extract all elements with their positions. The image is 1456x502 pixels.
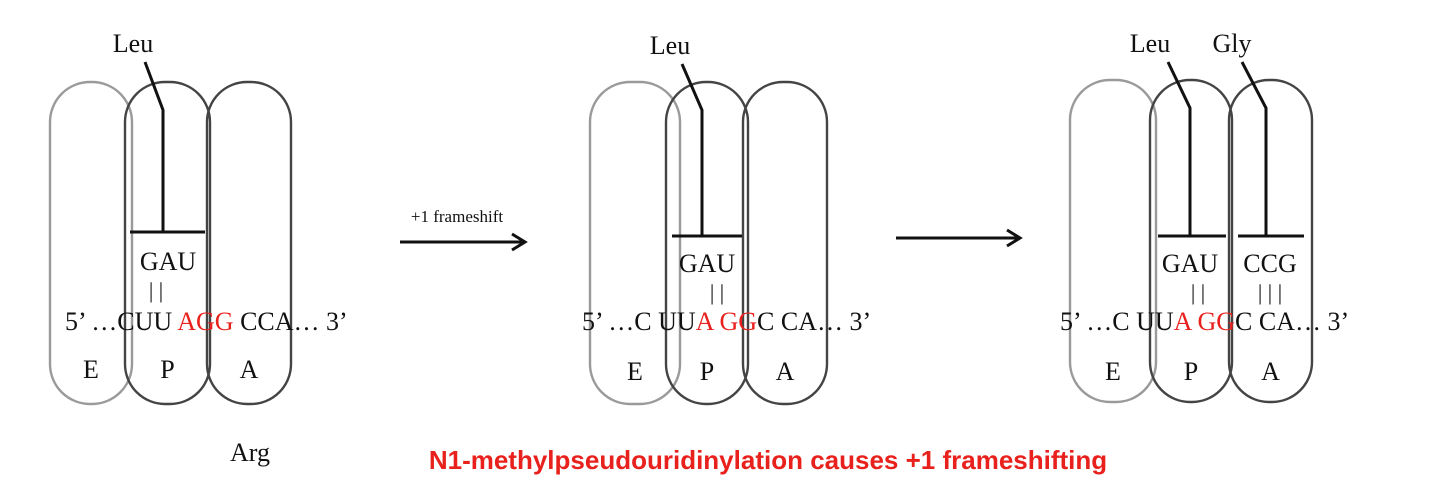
- site-label-A: A: [240, 355, 259, 384]
- anticodon: GAU: [140, 247, 197, 276]
- site-label-A: A: [776, 357, 795, 386]
- site-label-E: E: [627, 357, 643, 386]
- arrow-label: +1 frameshift: [411, 207, 503, 226]
- amino-acid-label: Leu: [113, 29, 153, 58]
- mrna-segment: C: [757, 307, 774, 336]
- mrna-highlight: AGG: [177, 307, 233, 336]
- mrna-segment: CUU: [117, 307, 172, 336]
- site-label-P: P: [700, 357, 714, 386]
- mrna-sequence: 5’ …C UUA GGC CA… 3’: [1060, 307, 1349, 336]
- mrna-sequence: 5’ …C UUA GGC CA… 3’: [582, 307, 871, 336]
- transition-arrow-2: [896, 228, 1023, 248]
- base-pairing: | |: [149, 278, 163, 303]
- ribosome-site-P: [123, 80, 212, 406]
- ribosome-site-E: [588, 80, 682, 406]
- figure-caption: N1-methylpseudouridinylation causes +1 f…: [428, 445, 1108, 475]
- trna-stem: [680, 63, 704, 236]
- base-pairing: | |: [1191, 280, 1205, 305]
- trna-stem: [1166, 61, 1192, 236]
- amino-acid-label: Leu: [650, 31, 690, 60]
- amino-acid-label: Leu: [1130, 29, 1170, 58]
- anticodon: GAU: [679, 249, 736, 278]
- mrna-highlight: GG: [719, 307, 757, 336]
- site-label-E: E: [83, 355, 99, 384]
- ribosome-site-A: [205, 80, 293, 406]
- site-label-E: E: [1105, 357, 1121, 386]
- mrna-segment: UU: [658, 307, 696, 336]
- ribosome-site-E: [48, 80, 134, 406]
- mrna-highlight: A: [696, 307, 715, 336]
- amino-acid-label: Gly: [1213, 29, 1252, 58]
- site-label-P: P: [160, 355, 174, 384]
- ribosome-site-E: [1068, 78, 1158, 404]
- ribosome-site-P: [1148, 78, 1234, 404]
- trna-stem: [1240, 61, 1268, 236]
- base-pairing: | | |: [1258, 280, 1282, 305]
- base-pairing: | |: [710, 280, 724, 305]
- site-label-A: A: [1261, 357, 1280, 386]
- mrna-segment: CA… 3’: [1252, 307, 1349, 336]
- arrow-head: [511, 232, 528, 252]
- mrna-segment: CA… 3’: [774, 307, 871, 336]
- site-label-P: P: [1184, 357, 1198, 386]
- anticodon: CCG: [1243, 249, 1296, 278]
- ribosome-site-A: [741, 80, 829, 406]
- mrna-highlight: GG: [1197, 307, 1235, 336]
- a-site-amino-acid-label: Arg: [230, 438, 270, 467]
- transition-arrow-1: +1 frameshift: [400, 207, 528, 252]
- trna-stem: [143, 61, 165, 232]
- mrna-highlight: A: [1174, 307, 1193, 336]
- arrow-head: [1006, 228, 1023, 248]
- ribosome-site-P: [664, 80, 750, 406]
- mrna-segment: 5’ …C: [582, 307, 658, 336]
- mrna-segment: CCA… 3’: [234, 307, 348, 336]
- mrna-segment: 5’ …: [65, 307, 117, 336]
- ribosome-site-A: [1227, 78, 1314, 404]
- mrna-segment: C: [1235, 307, 1252, 336]
- anticodon: GAU: [1162, 249, 1219, 278]
- mrna-sequence: 5’ …CUU AGG CCA… 3’: [65, 307, 348, 336]
- mrna-segment: 5’ …C: [1060, 307, 1136, 336]
- mrna-segment: UU: [1136, 307, 1174, 336]
